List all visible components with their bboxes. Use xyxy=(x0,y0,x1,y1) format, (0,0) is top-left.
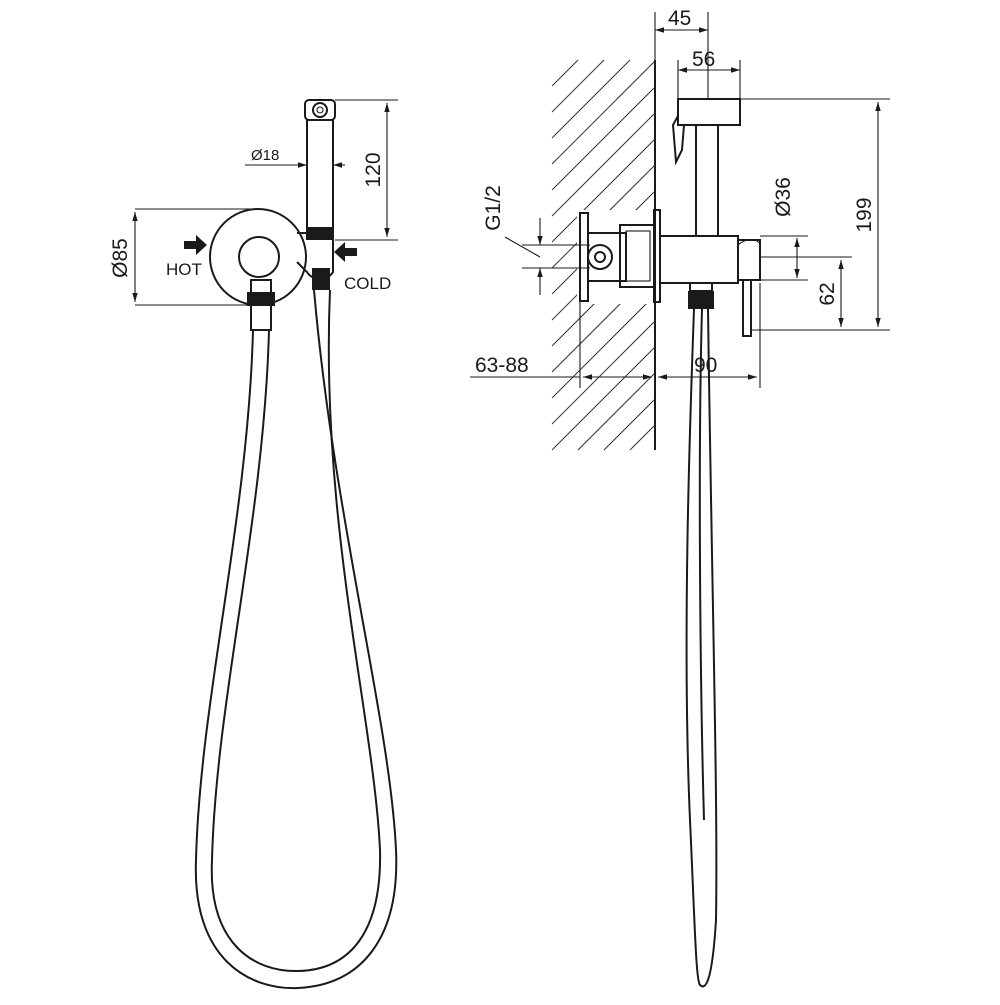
thread-dim: G1/2 xyxy=(482,185,505,231)
handset-body xyxy=(306,120,334,229)
cold-label: COLD xyxy=(344,274,391,293)
hatch-line xyxy=(551,138,656,243)
handset-head-side xyxy=(677,98,741,126)
hatch-line xyxy=(551,320,656,425)
body-diameter-dim: Ø36 xyxy=(772,177,795,217)
valve-knob xyxy=(238,236,280,278)
valve-lever xyxy=(742,279,752,337)
handset-hose-nut xyxy=(312,268,330,290)
hatch-line xyxy=(629,424,656,451)
hatch-line xyxy=(603,398,656,451)
hose-nut xyxy=(247,292,275,306)
handset-width-dim: 56 xyxy=(692,48,715,71)
hatch-line xyxy=(551,60,656,165)
hatch-line xyxy=(551,112,656,217)
front-view: HOT COLD Ø85 Ø18 120 xyxy=(109,99,398,990)
hose-diameter-dim: Ø18 xyxy=(251,147,279,164)
wall-hatching xyxy=(551,59,656,451)
install-depth-dim: 63-88 xyxy=(475,354,529,377)
outlet-body xyxy=(660,235,739,284)
hatch-line xyxy=(551,86,656,191)
lever-hub xyxy=(738,239,761,281)
body-depth-dim: 45 xyxy=(668,7,691,30)
handset-nut xyxy=(306,228,334,240)
hose-side xyxy=(685,308,718,988)
projection-dim: 90 xyxy=(694,354,717,377)
hot-arrow-icon xyxy=(184,235,207,255)
hose-nut-side xyxy=(688,291,714,309)
handset-trigger xyxy=(671,115,685,166)
hatch-line xyxy=(551,59,631,139)
handset-length-dim: 120 xyxy=(362,152,385,187)
spray-head xyxy=(304,99,336,121)
lever-height-dim: 62 xyxy=(816,282,839,305)
hatch-line xyxy=(551,346,656,451)
spray-nozzle-icon xyxy=(312,102,328,118)
hose xyxy=(194,289,398,990)
cover-plate xyxy=(653,209,661,303)
inlet-fitting xyxy=(587,244,613,270)
plate-diameter-dim: Ø85 xyxy=(109,238,132,278)
cold-arrow-icon xyxy=(334,242,357,262)
hot-label: HOT xyxy=(166,260,202,279)
wall-plate xyxy=(209,208,307,306)
handset-holder-side xyxy=(695,124,719,236)
side-view: 45 56 199 Ø36 62 G1/2 63-88 xyxy=(470,7,890,988)
total-height-dim: 199 xyxy=(853,197,876,232)
hatch-line xyxy=(551,59,605,113)
hatch-line xyxy=(577,372,656,451)
hatch-line xyxy=(551,294,656,399)
hatch-line xyxy=(551,59,579,87)
